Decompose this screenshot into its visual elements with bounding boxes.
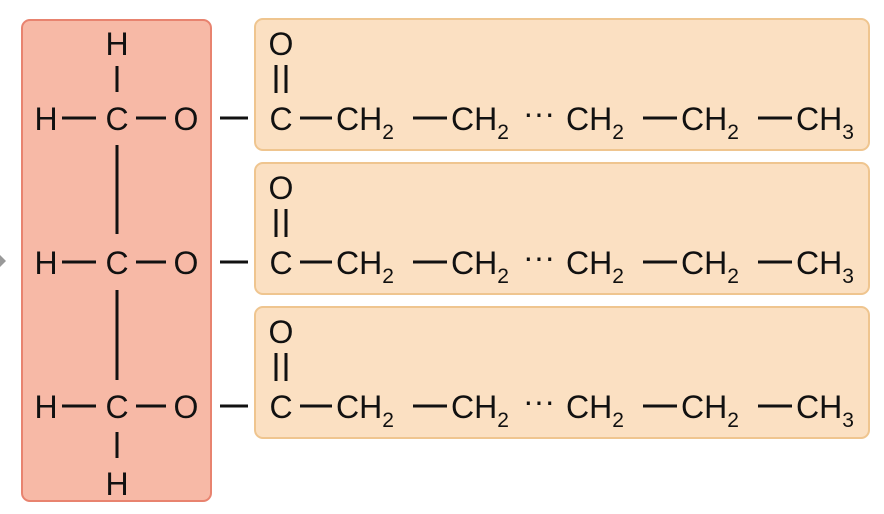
left-edge-arrow-icon [0,255,6,267]
fatty-acid-box-1 [254,18,870,151]
fatty-acid-1-ch2-d: CH2 [681,101,739,144]
fatty-acid-1-ch3: CH3 [796,101,854,144]
fatty-acid-3: O C CH2 CH2 ··· CH2 CH2 CH3 [269,314,854,432]
fatty-acid-2-ch3: CH3 [796,245,854,288]
fatty-acid-box-3 [254,306,870,439]
row-1-hydrogen: H [34,101,57,137]
fatty-acid-1-ellipsis: ··· [523,95,555,131]
row-2-carbon: C [105,245,128,281]
fatty-acid-3-carbonyl-oxygen: O [269,314,294,350]
fatty-acid-2-carbonyl-oxygen: O [269,170,294,206]
fatty-acid-1-ch2-a: CH2 [336,101,394,144]
fatty-acid-3-ch2-a: CH2 [336,389,394,432]
glycerol-row-1: H C O [34,101,248,137]
row-3-oxygen: O [174,389,199,425]
fatty-acid-1-carbonyl-oxygen: O [269,26,294,62]
fatty-acid-2-ch2-b: CH2 [451,245,509,288]
glycerol-row-3: H C O [34,389,248,425]
fatty-acid-2: O C CH2 CH2 ··· CH2 CH2 CH3 [269,170,854,288]
row-2-hydrogen: H [34,245,57,281]
row-1-carbon: C [105,101,128,137]
row-2-oxygen: O [174,245,199,281]
fatty-acid-3-ellipsis: ··· [523,383,555,419]
fatty-acid-2-ch2-c: CH2 [566,245,624,288]
glycerol-bottom-hydrogen: H [105,466,128,502]
row-1-oxygen: O [174,101,199,137]
fatty-acid-2-ellipsis: ··· [523,239,555,275]
fatty-acid-3-ch2-c: CH2 [566,389,624,432]
glycerol-backbone-box [21,19,212,502]
fatty-acid-3-ch2-d: CH2 [681,389,739,432]
fatty-acid-3-carbonyl-carbon: C [269,389,292,425]
glycerol-row-2: H C O [34,245,248,281]
fatty-acid-1-carbonyl-carbon: C [269,101,292,137]
fatty-acid-2-ch2-d: CH2 [681,245,739,288]
fatty-acid-2-ch2-a: CH2 [336,245,394,288]
row-3-carbon: C [105,389,128,425]
fatty-acid-3-ch2-b: CH2 [451,389,509,432]
fatty-acid-1: O C CH2 CH2 ··· CH2 CH2 CH3 [269,26,854,144]
glycerol-top-hydrogen: H [105,26,128,62]
fatty-acid-2-carbonyl-carbon: C [269,245,292,281]
fatty-acid-1-ch2-c: CH2 [566,101,624,144]
fatty-acid-box-2 [254,162,870,295]
fatty-acid-1-ch2-b: CH2 [451,101,509,144]
row-3-hydrogen: H [34,389,57,425]
fatty-acid-3-ch3: CH3 [796,389,854,432]
